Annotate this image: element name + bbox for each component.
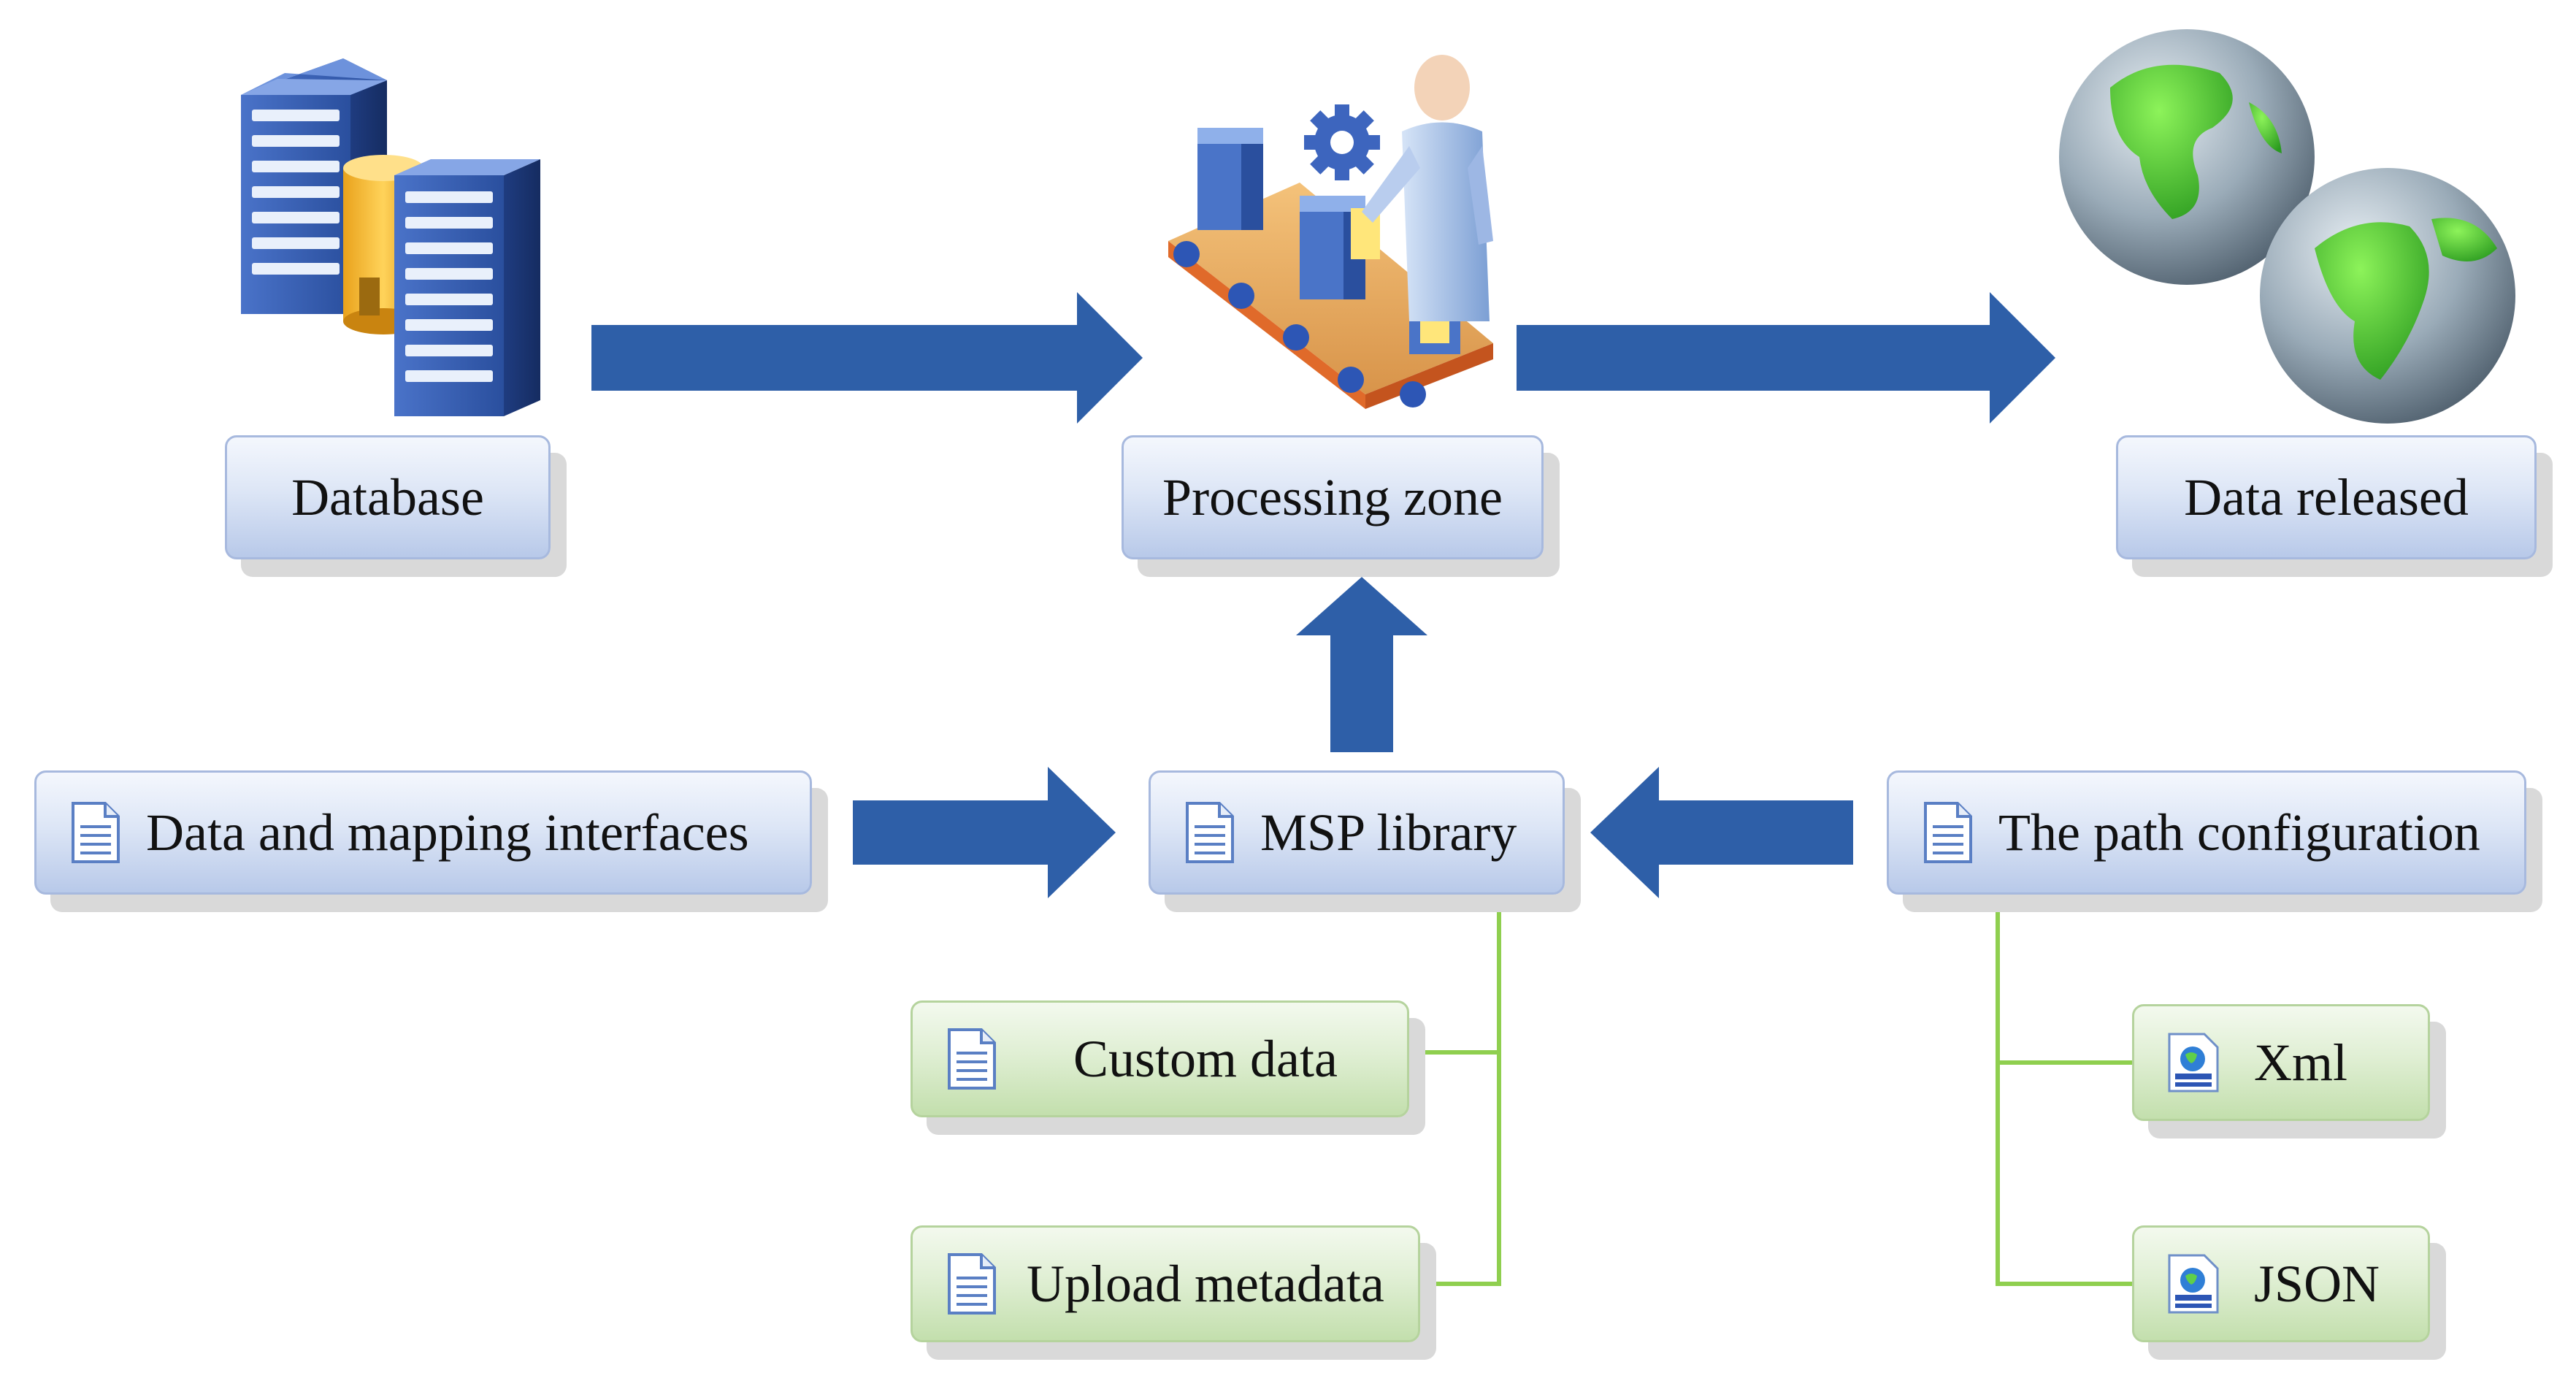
- document-icon: [72, 802, 120, 863]
- data-mapping-interfaces-node[interactable]: Data and mapping interfaces: [34, 770, 812, 895]
- path-config-children-connector: [1996, 895, 2132, 1286]
- processing-zone-node[interactable]: Processing zone: [1122, 435, 1544, 559]
- custom-data-node[interactable]: Custom data: [911, 1000, 1409, 1117]
- arrow-processing-to-released: [1517, 292, 2055, 424]
- arrow-pathconfig-to-msp: [1590, 767, 1853, 898]
- document-icon: [948, 1253, 996, 1315]
- arrow-msp-to-processing: [1296, 577, 1427, 752]
- arrow-database-to-processing: [591, 292, 1143, 424]
- xml-node[interactable]: Xml: [2132, 1004, 2430, 1121]
- worker-conveyor-icon: [1168, 55, 1493, 409]
- custom-data-label: Custom data: [1073, 1029, 1338, 1088]
- msp-library-label: MSP library: [1260, 803, 1517, 862]
- upload-metadata-node[interactable]: Upload metadata: [911, 1225, 1420, 1342]
- upload-metadata-label: Upload metadata: [1027, 1254, 1384, 1313]
- processing-zone-label: Processing zone: [1162, 467, 1503, 527]
- data-mapping-interfaces-label: Data and mapping interfaces: [146, 803, 749, 862]
- path-configuration-node[interactable]: The path configuration: [1887, 770, 2526, 895]
- database-label: Database: [291, 467, 484, 527]
- json-label: JSON: [2254, 1254, 2380, 1313]
- document-icon: [1924, 802, 1972, 863]
- document-icon: [948, 1028, 996, 1090]
- data-released-node[interactable]: Data released: [2116, 435, 2537, 559]
- web-document-icon: [2168, 1033, 2219, 1093]
- xml-label: Xml: [2254, 1033, 2348, 1092]
- arrow-interfaces-to-msp: [853, 767, 1116, 898]
- database-node[interactable]: Database: [225, 435, 551, 559]
- data-released-label: Data released: [2184, 467, 2469, 527]
- msp-library-node[interactable]: MSP library: [1149, 770, 1565, 895]
- msp-children-connector: [1409, 895, 1501, 1286]
- path-configuration-label: The path configuration: [1998, 803, 2480, 862]
- document-icon: [1186, 802, 1234, 863]
- database-server-icon: [241, 58, 540, 416]
- globe-icon: [2059, 29, 2515, 424]
- web-document-icon: [2168, 1254, 2219, 1314]
- json-node[interactable]: JSON: [2132, 1225, 2430, 1342]
